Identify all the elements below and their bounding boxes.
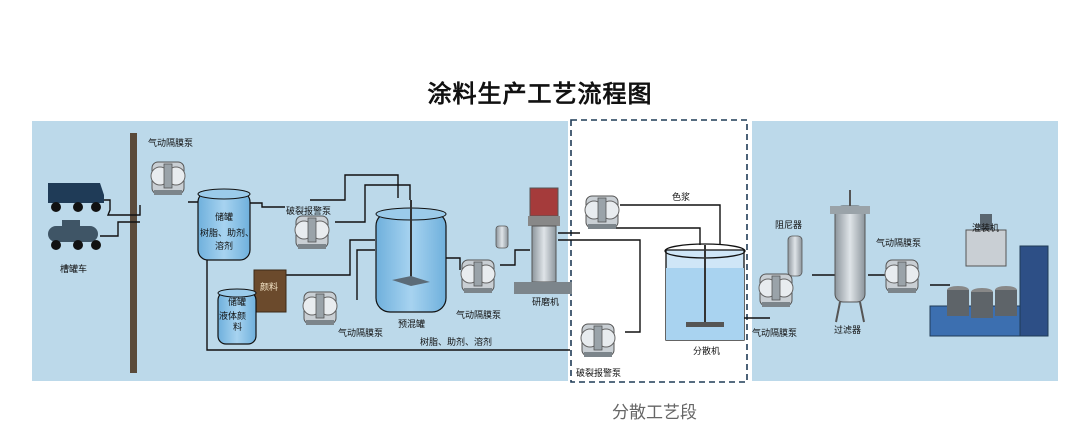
liquid-pigment-tank-icon	[217, 288, 257, 345]
disperser-tank-icon	[664, 243, 746, 341]
diaphragm-pump-filler-icon	[884, 259, 920, 294]
premix-tank-icon	[375, 200, 447, 313]
premix-tank-label: 预混罐	[398, 318, 425, 330]
dispersion-section-box	[570, 119, 748, 383]
tanker-label: 槽罐车	[60, 263, 87, 275]
filler-label: 灌装机	[972, 222, 999, 234]
disperser-label: 分散机	[693, 345, 720, 357]
diaphragm-pump-mid-icon	[302, 291, 338, 326]
pigment-bag-label: 颜料	[260, 281, 278, 293]
dispersion-section-caption: 分散工艺段	[612, 403, 697, 423]
filling-machine-icon	[929, 214, 1049, 337]
dispersion-pump-top-icon	[584, 195, 620, 230]
tanker-truck-icon	[48, 183, 104, 250]
pigment-bag-icon	[253, 269, 287, 313]
storage-tank-icon	[197, 188, 251, 261]
right-process-panel	[752, 121, 1058, 381]
diaphragm-pump-right-icon	[758, 273, 794, 308]
burst-alarm-pump-2-icon	[580, 323, 616, 358]
unloading-wall	[130, 133, 137, 373]
color-paste-label: 色浆	[672, 191, 690, 203]
liquid-tank-content-2: 料	[233, 321, 242, 333]
grinding-mill-icon	[514, 187, 572, 294]
burst-alarm-pump-1-label: 破裂报警泵	[286, 205, 331, 217]
resin-line-label: 树脂、助剂、溶剂	[420, 336, 492, 348]
filter-label: 过滤器	[834, 324, 861, 336]
liquid-tank-content-1: 液体颜	[219, 310, 246, 322]
liquid-tank-label: 储罐	[228, 296, 246, 308]
burst-alarm-pump-2-label: 破裂报警泵	[576, 367, 621, 379]
pump-filler-label: 气动隔膜泵	[876, 237, 921, 249]
damper-icon	[787, 235, 803, 277]
diaphragm-pump-premix-icon	[460, 259, 496, 294]
storage-tank-content-2: 溶剂	[215, 240, 233, 252]
storage-tank-label: 储罐	[215, 211, 233, 223]
storage-tank-content-1: 树脂、助剂、	[200, 227, 254, 239]
diaphragm-pump-top-icon	[150, 161, 186, 196]
premix-pump-damper-icon	[495, 225, 509, 249]
pump-premix-label: 气动隔膜泵	[456, 309, 501, 321]
pump-top-label: 气动隔膜泵	[148, 137, 193, 149]
burst-alarm-pump-1-icon	[294, 215, 330, 250]
pump-right-label: 气动隔膜泵	[752, 327, 797, 339]
diagram-title: 涂料生产工艺流程图	[427, 80, 653, 108]
mill-label: 研磨机	[532, 296, 559, 308]
pump-mid-label: 气动隔膜泵	[338, 327, 383, 339]
damper-label: 阻尼器	[775, 220, 802, 231]
left-process-panel	[32, 121, 568, 381]
filter-icon	[830, 190, 870, 323]
